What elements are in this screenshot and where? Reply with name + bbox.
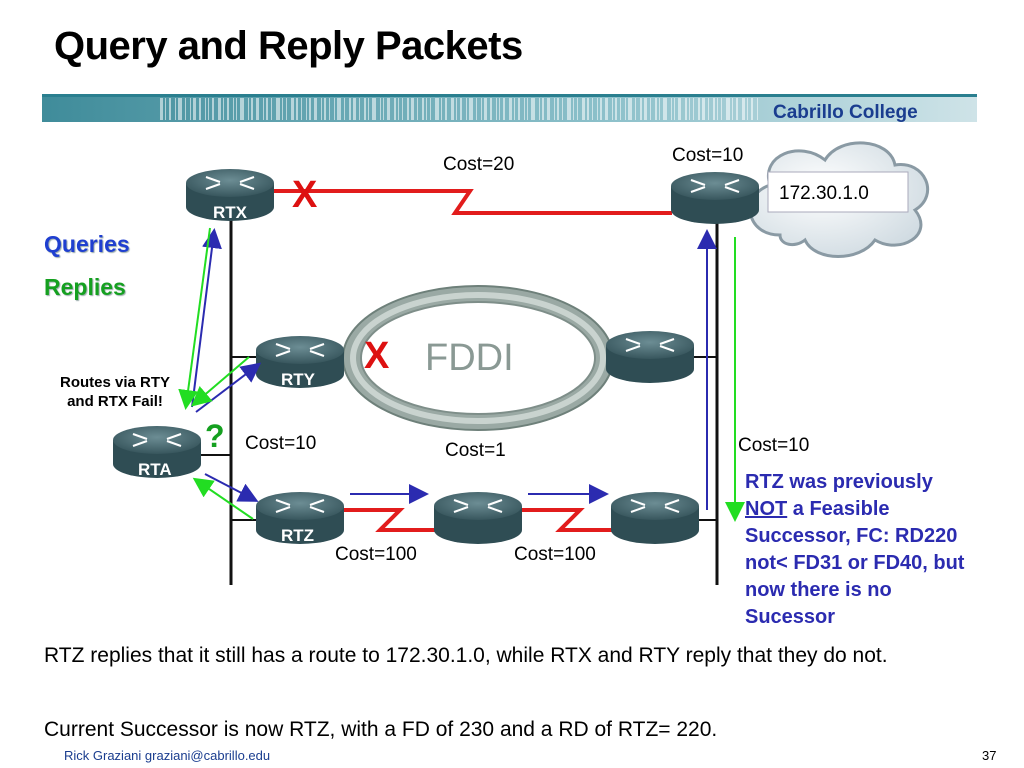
note-line-4: not< FD31 or FD40, but — [745, 552, 965, 574]
fddi-ring — [342, 285, 614, 431]
cost-rtz-link-1: Cost=100 — [335, 544, 417, 565]
cost-right: Cost=10 — [738, 435, 809, 456]
router-rtx-label: RTX — [213, 203, 248, 222]
note-line-1: RTZ was previously — [745, 471, 933, 493]
note-line-6: Sucessor — [745, 606, 836, 628]
rty-fail-mark: X — [364, 335, 390, 377]
reply-arrows — [178, 227, 745, 522]
paragraph-1: RTZ replies that it still has a route to… — [44, 644, 888, 667]
rtz-serial-link-1 — [340, 508, 440, 532]
header-bar — [42, 94, 977, 122]
note-line-2-rest: a Feasible — [787, 498, 890, 520]
routes-fail-line-2: and RTX Fail! — [67, 393, 163, 410]
fddi-label: FDDI — [425, 337, 514, 379]
rtz-note: RTZ was previously NOT a Feasible Succes… — [745, 469, 1005, 631]
router-rtx — [186, 169, 274, 221]
cost-top-right: Cost=10 — [672, 145, 743, 166]
router-rty — [256, 336, 344, 388]
routes-fail-line-1: Routes via RTY — [59, 374, 171, 391]
router-middle-bottom — [434, 492, 522, 544]
question-mark: ? — [205, 418, 225, 454]
cost-rtx-link: Cost=20 — [443, 154, 514, 175]
router-right-bottom — [611, 492, 699, 544]
slide-title: Query and Reply Packets — [54, 24, 523, 68]
paragraph-2: Current Successor is now RTZ, with a FD … — [44, 718, 718, 741]
legend-queries: Queries — [44, 231, 130, 257]
cost-rtz-link-2: Cost=100 — [514, 544, 596, 565]
note-line-5: now there is no — [745, 579, 892, 601]
router-rtz-label: RTZ — [281, 526, 314, 545]
footer-author[interactable]: Rick Graziani graziani@cabrillo.edu — [64, 748, 271, 763]
rtx-serial-link — [262, 189, 672, 215]
rtz-serial-link-2 — [520, 508, 620, 532]
router-rta-label: RTA — [138, 460, 172, 479]
router-rtz — [256, 492, 344, 544]
network-address: 172.30.1.0 — [779, 183, 869, 204]
routes-fail-label: Routes via RTY and RTX Fail! — [48, 373, 182, 411]
rtx-fail-mark: X — [292, 174, 318, 216]
cost-rta-link: Cost=10 — [245, 433, 316, 454]
router-rta — [113, 426, 201, 478]
router-fddi-right — [606, 331, 694, 383]
router-rty-label: RTY — [281, 370, 316, 389]
cost-fddi: Cost=1 — [445, 440, 506, 461]
note-not: NOT — [745, 498, 788, 520]
legend-replies: Replies — [44, 274, 126, 300]
router-top-right — [671, 172, 759, 224]
page-number: 37 — [982, 748, 997, 763]
note-line-2: NOT a Feasible — [745, 496, 1005, 523]
network-cloud — [748, 141, 929, 258]
college-name: Cabrillo College — [773, 102, 918, 123]
note-line-3: Successor, FC: RD220 — [745, 525, 958, 547]
